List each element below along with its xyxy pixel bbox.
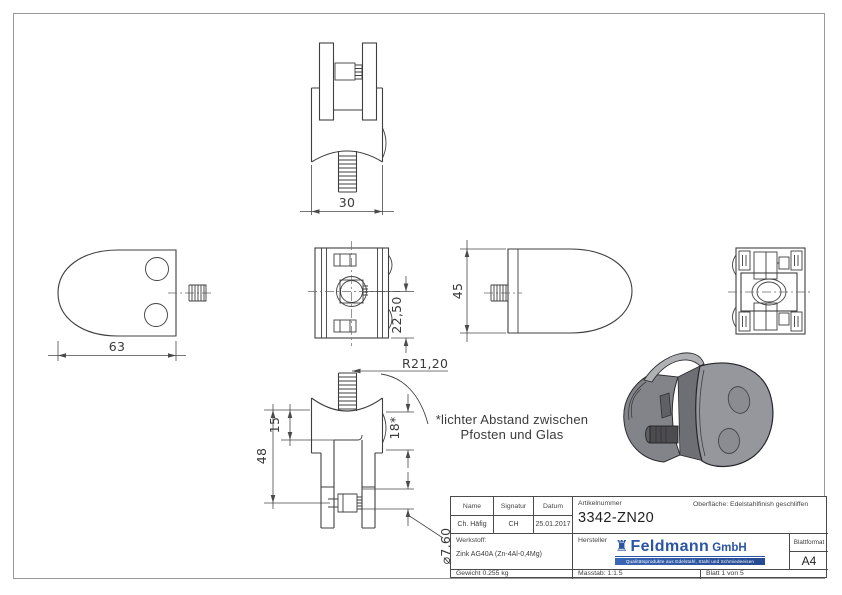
manufacturer-cell: Hersteller ♜ Feldmann GmbH Qualitätsprod… [573, 534, 790, 570]
dim-height-48: 48 [254, 448, 269, 465]
clearance-note: *lichter Abstand zwischen Pfosten und Gl… [414, 412, 610, 442]
format-label: Blattformat [790, 534, 828, 552]
format-cell: Blattformat A4 [790, 534, 828, 570]
weight-value: Gewicht 0.255 kg [451, 570, 573, 579]
manufacturer-label: Hersteller [578, 537, 608, 544]
dim-width-30: 30 [339, 195, 356, 210]
name-value: Ch. Häfig [451, 516, 494, 534]
hole-top [727, 386, 751, 414]
signature-label: Signatur [494, 497, 534, 516]
view-side-right: 45 [450, 240, 633, 342]
dim-offset-2250: 22,50 [389, 296, 404, 333]
dim-clearance-18: 18* [387, 416, 402, 439]
mold-mark [742, 316, 747, 327]
hole-bottom [718, 428, 740, 454]
dim-width-63: 63 [109, 339, 126, 354]
dim-radius: R21,20 [402, 356, 448, 371]
logo-suffix: GmbH [712, 542, 747, 554]
view-side-left: 63 [48, 249, 213, 361]
clearance-note-line2: Pfosten und Glas [460, 427, 564, 442]
material-value: Zink AG40A (Zn-4Al-0,4Mg) [456, 551, 542, 558]
title-block: Name Signatur Datum Ch. Häfig CH 25.01.2… [450, 496, 828, 579]
surface-label: Oberfläche: [693, 501, 729, 508]
article-number-label: Artikelnummer [578, 500, 622, 507]
view-end-right [728, 247, 813, 335]
iso-3d-view [623, 352, 774, 467]
page-border [13, 13, 825, 579]
tower-icon: ♜ [615, 538, 629, 555]
scale-value: Masstab: 1:1.5 [573, 570, 701, 579]
logo-tagline: Qualitätsprodukte aus Edelstahl, Stahl u… [615, 558, 765, 565]
format-value: A4 [801, 554, 817, 568]
clearance-note-line1: *lichter Abstand zwischen [435, 412, 589, 427]
logo-brand: Feldmann [630, 538, 710, 555]
mold-mark [794, 316, 799, 327]
view-plan-center: 22,50 [308, 241, 414, 353]
article-number: 3342-ZN20 [578, 510, 655, 526]
material-cell: Werkstoff: Zink AG40A (Zn-4Al-0,4Mg) [451, 534, 573, 570]
surface-value: Edelstahlfinish geschliffen [730, 501, 809, 508]
name-label: Name [451, 497, 494, 516]
surface-field: Oberfläche: Edelstahlfinish geschliffen [693, 501, 808, 508]
feldmann-logo: ♜ Feldmann GmbH Qualitätsprodukte aus Ed… [615, 539, 765, 565]
mold-mark [742, 255, 747, 266]
sheet-number: Blatt 1 von 5 [706, 570, 744, 577]
date-value: 25.01.2017 [534, 516, 573, 534]
view-front-top: 30 [300, 42, 394, 215]
article-region: Artikelnummer 3342-ZN20 Oberfläche: Edel… [573, 497, 828, 534]
dim-height-15: 15 [267, 417, 282, 434]
material-label: Werkstoff: [456, 537, 487, 544]
signature-value: CH [494, 516, 534, 534]
date-label: Datum [534, 497, 573, 516]
mold-mark [794, 255, 799, 266]
dim-height-45: 45 [450, 283, 465, 300]
dim-bolt-diameter: ⌀7,60 [438, 528, 453, 565]
view-front-bottom: R21,20 15 48 18* ⌀7,60 [254, 356, 453, 564]
